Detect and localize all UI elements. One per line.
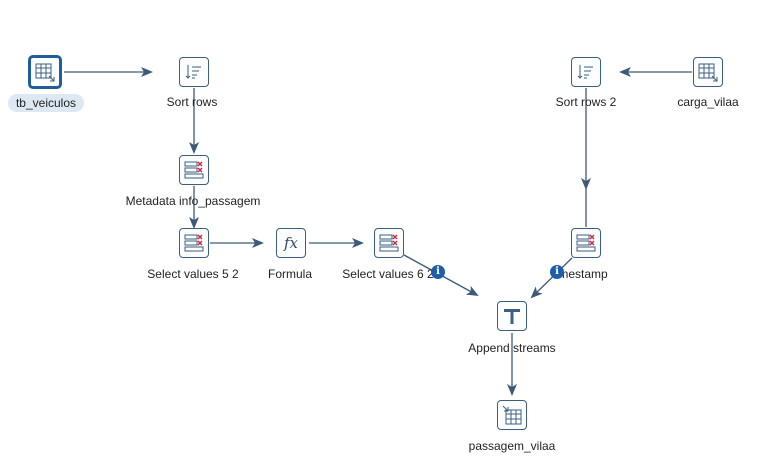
step-label-select-values-5-2: Select values 5 2 xyxy=(147,267,239,281)
step-sort-rows-2[interactable] xyxy=(571,57,601,87)
step-carga-vilaa[interactable] xyxy=(693,57,723,87)
sort-rows-icon xyxy=(185,65,201,79)
sort-rows-icon xyxy=(577,65,593,79)
table-output-icon xyxy=(502,405,522,425)
formula-icon: fx xyxy=(283,234,299,252)
step-label-carga-vilaa: carga_vilaa xyxy=(677,95,739,109)
step-tb-veiculos[interactable] xyxy=(28,55,62,89)
step-label-metadata-info-passagem: Metadata info_passagem xyxy=(125,194,261,208)
step-label-passagem-vilaa: passagem_vilaa xyxy=(468,439,556,453)
step-formula[interactable]: fx xyxy=(276,228,306,258)
step-label-formula: Formula xyxy=(267,267,313,281)
step-sort-rows[interactable] xyxy=(179,57,209,87)
table-input-icon xyxy=(35,63,55,82)
step-metadata-info-passagem[interactable] xyxy=(179,155,209,185)
step-label-append-streams: Append streams xyxy=(468,341,556,355)
step-label-sort-rows-2: Sort rows 2 xyxy=(555,95,617,109)
table-input-icon xyxy=(698,63,718,82)
step-select-values-5-2[interactable] xyxy=(179,228,209,258)
svg-text:fx: fx xyxy=(283,234,299,252)
step-label-tb-veiculos: tb_veiculos xyxy=(7,94,85,112)
step-timestamp[interactable] xyxy=(571,228,601,258)
info-icon[interactable]: i xyxy=(431,265,445,279)
step-append-streams[interactable] xyxy=(497,301,527,331)
step-label-sort-rows: Sort rows xyxy=(166,95,218,109)
select-values-icon xyxy=(184,161,204,179)
step-label-timestamp: mestamp xyxy=(558,267,608,281)
info-icon[interactable]: i xyxy=(550,265,564,279)
select-values-icon xyxy=(576,234,596,252)
select-values-icon xyxy=(184,234,204,252)
step-select-values-6-2[interactable] xyxy=(374,228,404,258)
append-streams-icon xyxy=(504,309,520,324)
step-label-select-values-6-2: Select values 6 2 xyxy=(342,267,434,281)
select-values-icon xyxy=(379,234,399,252)
step-passagem-vilaa[interactable] xyxy=(497,400,527,430)
